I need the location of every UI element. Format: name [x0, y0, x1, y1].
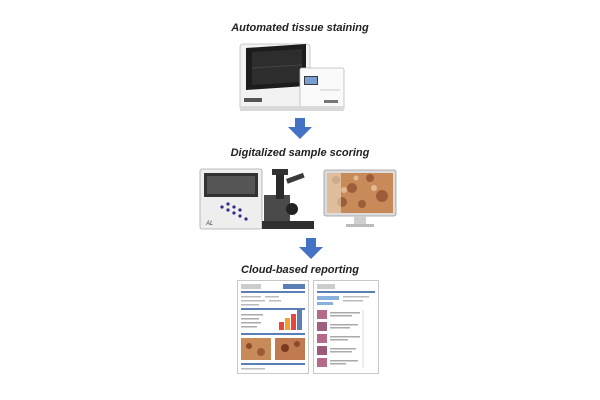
report-page-1: [237, 280, 309, 374]
svg-text:AL: AL: [205, 221, 213, 227]
report-page-2: [313, 280, 379, 374]
step-title-scoring: Digitalized sample scoring: [230, 147, 370, 159]
slide-scanner-image: AL: [199, 168, 314, 230]
down-arrow-2: [299, 238, 323, 259]
down-arrow-1: [288, 118, 312, 139]
step-title-reporting: Cloud-based reporting: [241, 264, 359, 276]
monitor-image: [323, 169, 397, 227]
tissue-stainer-image: [239, 43, 345, 111]
step-title-staining: Automated tissue staining: [231, 22, 369, 34]
